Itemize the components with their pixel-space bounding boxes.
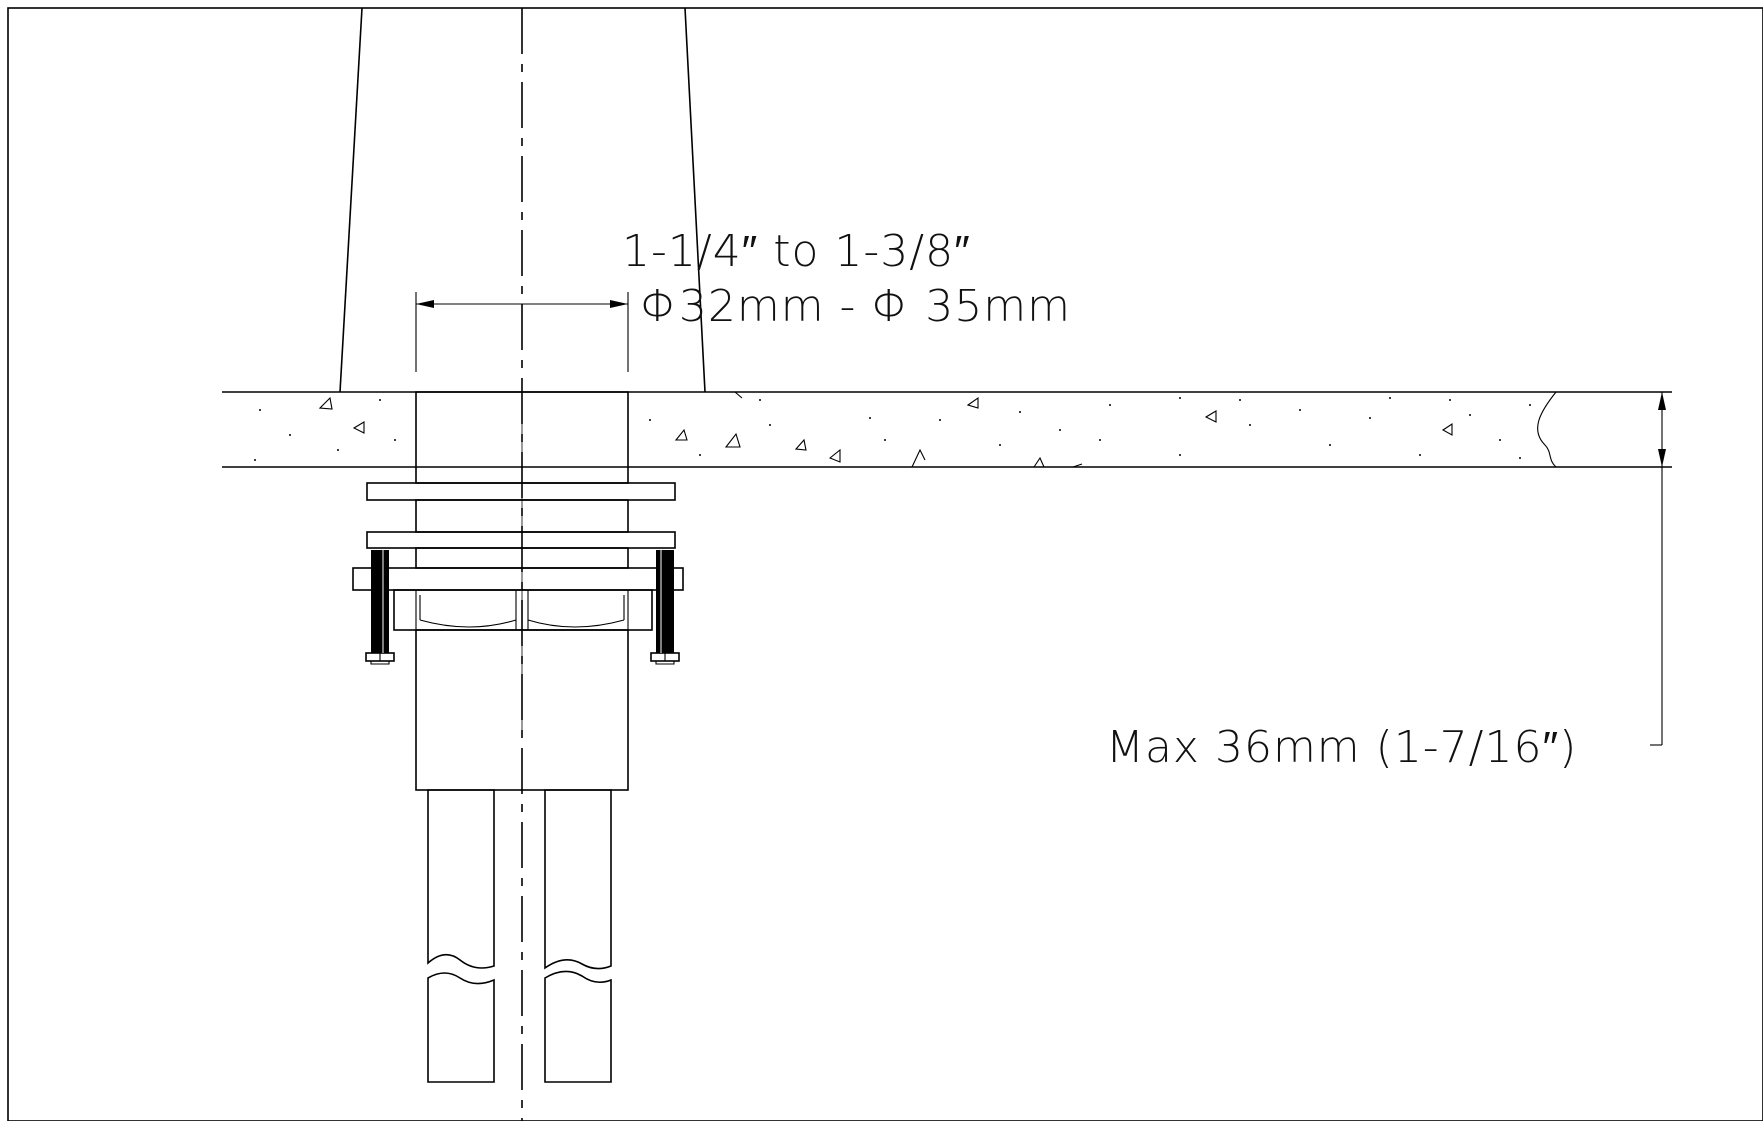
concrete-aggregate-marks — [318, 391, 1453, 468]
deck-thickness-dimension — [1650, 392, 1666, 746]
hole-diameter-imperial-label: 1-1/4″ to 1-3/8″ — [622, 226, 971, 277]
left-supply-hose — [427, 789, 495, 1083]
hole-diameter-dimension — [415, 292, 629, 372]
mounting-plate — [352, 567, 684, 591]
left-mounting-bolt — [365, 550, 395, 665]
right-supply-hose — [544, 789, 612, 1083]
countertop — [222, 391, 1672, 468]
lower-washer — [366, 531, 676, 549]
mounting-nut — [393, 589, 653, 631]
upper-washer — [366, 482, 676, 501]
max-deck-thickness-label: Max 36mm (1-7/16″) — [1106, 722, 1577, 773]
concrete-dots — [254, 397, 1531, 461]
faucet-body — [339, 7, 706, 393]
hole-diameter-metric-label: Φ32mm - Φ 35mm — [640, 281, 1071, 332]
drawing-frame — [7, 7, 1763, 1121]
right-mounting-bolt — [650, 550, 680, 665]
